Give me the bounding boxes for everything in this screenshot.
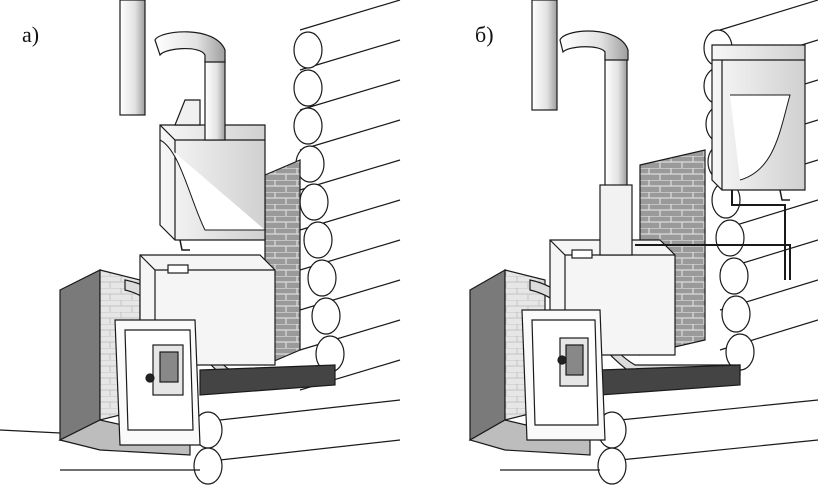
panel-a-illustration <box>0 0 401 485</box>
chimney-a <box>119 0 226 141</box>
stove-a <box>114 254 276 446</box>
chimney-b <box>531 0 633 256</box>
brick-side-wall-a <box>59 269 101 441</box>
panel-label-b: б) <box>475 22 494 47</box>
stove-b <box>521 239 676 441</box>
water-tank-a <box>159 124 266 251</box>
panel-label-a: а) <box>22 22 40 47</box>
panel-b-illustration <box>468 0 818 485</box>
water-tank-b <box>635 44 806 280</box>
